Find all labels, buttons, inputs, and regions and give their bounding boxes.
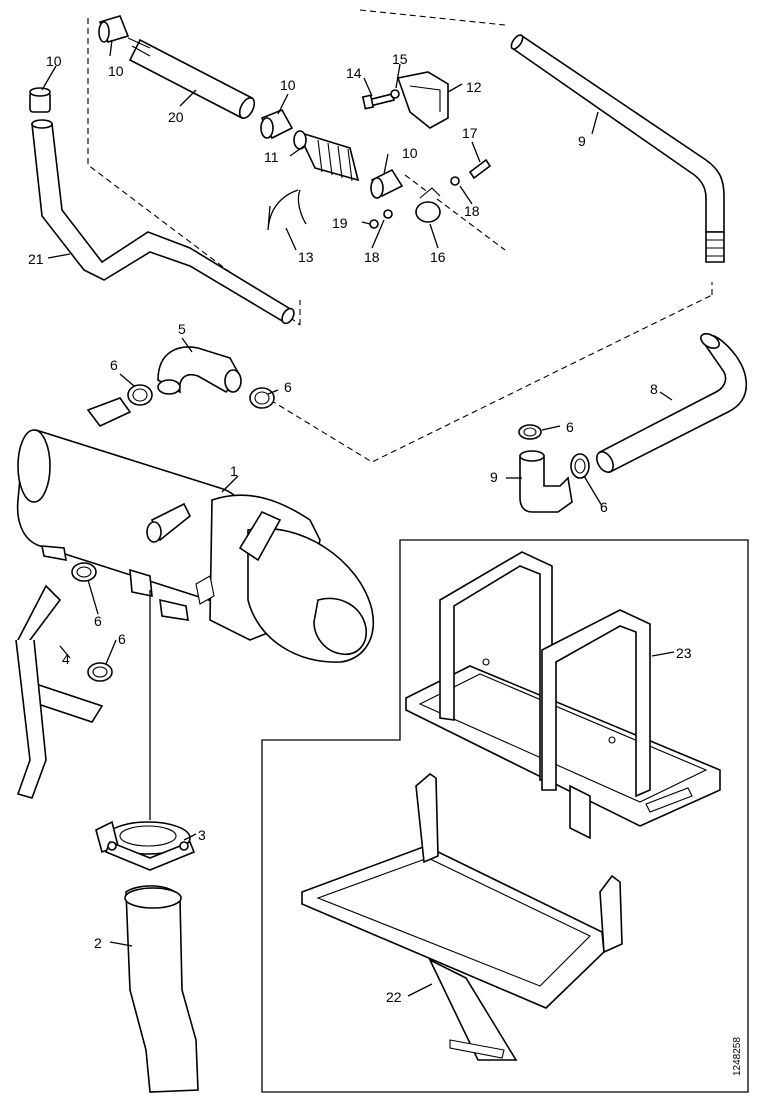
callout-23: 23 (676, 645, 692, 661)
hose-4 (15, 584, 104, 799)
callout-14: 14 (346, 65, 362, 81)
coupler-10-left (29, 87, 51, 113)
valve-11 (293, 130, 360, 182)
callout-17: 17 (462, 125, 478, 141)
elbow-8 (519, 450, 573, 513)
bracket-3 (95, 590, 196, 871)
callout-2: 2 (94, 935, 102, 951)
callout-1: 1 (230, 463, 238, 479)
air-cleaner-1 (16, 397, 375, 663)
callout-20: 20 (168, 109, 184, 125)
callout-3: 3 (198, 827, 206, 843)
support-22 (301, 772, 623, 1061)
support-23 (405, 551, 721, 840)
callout-6: 6 (94, 613, 102, 629)
detail-box (261, 539, 749, 1093)
clamp-6-c (518, 424, 542, 440)
clamp-6-a (127, 384, 153, 406)
callout-7: 8 (650, 381, 658, 397)
callout-9: 9 (578, 133, 586, 149)
callout-6: 6 (600, 499, 608, 515)
nut-18-upper (450, 176, 460, 186)
elbow-hose-5 (157, 346, 242, 395)
callout-10: 10 (108, 63, 124, 79)
callout-19: 19 (332, 215, 348, 231)
bolt-17 (468, 158, 492, 180)
clamp-6-d (570, 453, 590, 479)
callout-6: 6 (110, 357, 118, 373)
pipe-9 (510, 34, 725, 263)
bracket-12 (396, 71, 449, 129)
callout-5: 5 (178, 321, 186, 337)
bolt-14 (361, 93, 396, 110)
coupler-10-top-left (98, 15, 130, 43)
callout-13: 13 (298, 249, 314, 265)
callout-labels: 10 10 10 10 20 11 14 15 12 17 18 19 18 1… (28, 51, 743, 1076)
callout-10: 10 (46, 53, 62, 69)
callout-6: 6 (118, 631, 126, 647)
callout-10: 10 (402, 145, 418, 161)
callout-11: 11 (264, 149, 279, 165)
clamp-6-e (71, 562, 97, 582)
coupler-10-mid (260, 108, 294, 140)
leader-lines (41, 39, 675, 997)
callout-16: 16 (430, 249, 446, 265)
pipe-7 (596, 332, 748, 474)
nut-18-lower (383, 209, 393, 219)
callout-6: 6 (284, 379, 292, 395)
hose-20 (127, 37, 256, 120)
hose-21 (31, 119, 295, 325)
callout-21: 21 (28, 251, 44, 267)
callout-18: 18 (364, 249, 380, 265)
clamp-6-b (249, 387, 275, 409)
callout-10: 10 (280, 77, 296, 93)
callout-15: 15 (392, 51, 408, 67)
clamp-16 (415, 187, 441, 223)
clamp-6-f (87, 662, 113, 682)
washer-15 (390, 89, 400, 99)
callout-8: 9 (490, 469, 498, 485)
coupler-10-right (370, 168, 404, 199)
callout-18: 18 (464, 203, 480, 219)
clip-13 (267, 189, 307, 231)
tube-2 (124, 885, 199, 1093)
washer-19 (369, 219, 379, 229)
callout-6: 6 (566, 419, 574, 435)
callout-12: 12 (466, 79, 482, 95)
callout-22: 22 (386, 989, 402, 1005)
callout-4: 4 (62, 651, 70, 667)
figure-code: 1248258 (732, 1037, 743, 1076)
